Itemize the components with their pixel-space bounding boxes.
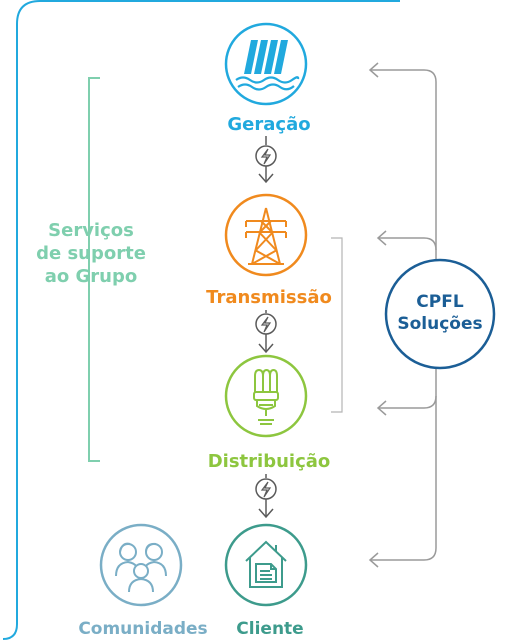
light-bulb-icon <box>224 354 308 438</box>
servicos-line-3: ao Grupo <box>44 266 138 287</box>
lightning-bolt-icon <box>255 145 277 167</box>
cpfl-line-2: Soluções <box>397 314 483 334</box>
frame-outline <box>2 0 400 640</box>
cpfl-solucoes-label: CPFL Soluções <box>380 291 500 335</box>
comunidades-label: Comunidades <box>78 619 208 639</box>
cpfl-line-1: CPFL <box>416 292 464 312</box>
servicos-bracket <box>88 77 100 462</box>
people-group-icon <box>99 523 183 607</box>
hydro-dam-icon <box>224 22 308 106</box>
cliente-label: Cliente <box>236 619 304 639</box>
geracao-label: Geração <box>227 114 311 135</box>
connector-geracao-transmissao <box>255 136 277 184</box>
servicos-line-1: Serviços <box>48 220 134 241</box>
servicos-line-2: de suporte <box>36 243 146 264</box>
transmissao-label: Transmissão <box>206 287 332 308</box>
distribuicao-label: Distribuição <box>207 451 331 472</box>
transmission-tower-icon <box>224 193 308 277</box>
connector-transmissao-distribuicao <box>255 310 277 354</box>
frame-right-tab <box>379 0 391 2</box>
transmission-distribution-bracket <box>331 237 343 413</box>
lightning-bolt-icon <box>255 313 277 335</box>
house-icon <box>224 523 308 607</box>
lightning-bolt-icon <box>255 478 277 500</box>
connector-distribuicao-cliente <box>255 474 277 519</box>
servicos-suporte-label: Serviços de suporte ao Grupo <box>26 219 156 288</box>
cpfl-solucoes-circle <box>384 258 496 370</box>
